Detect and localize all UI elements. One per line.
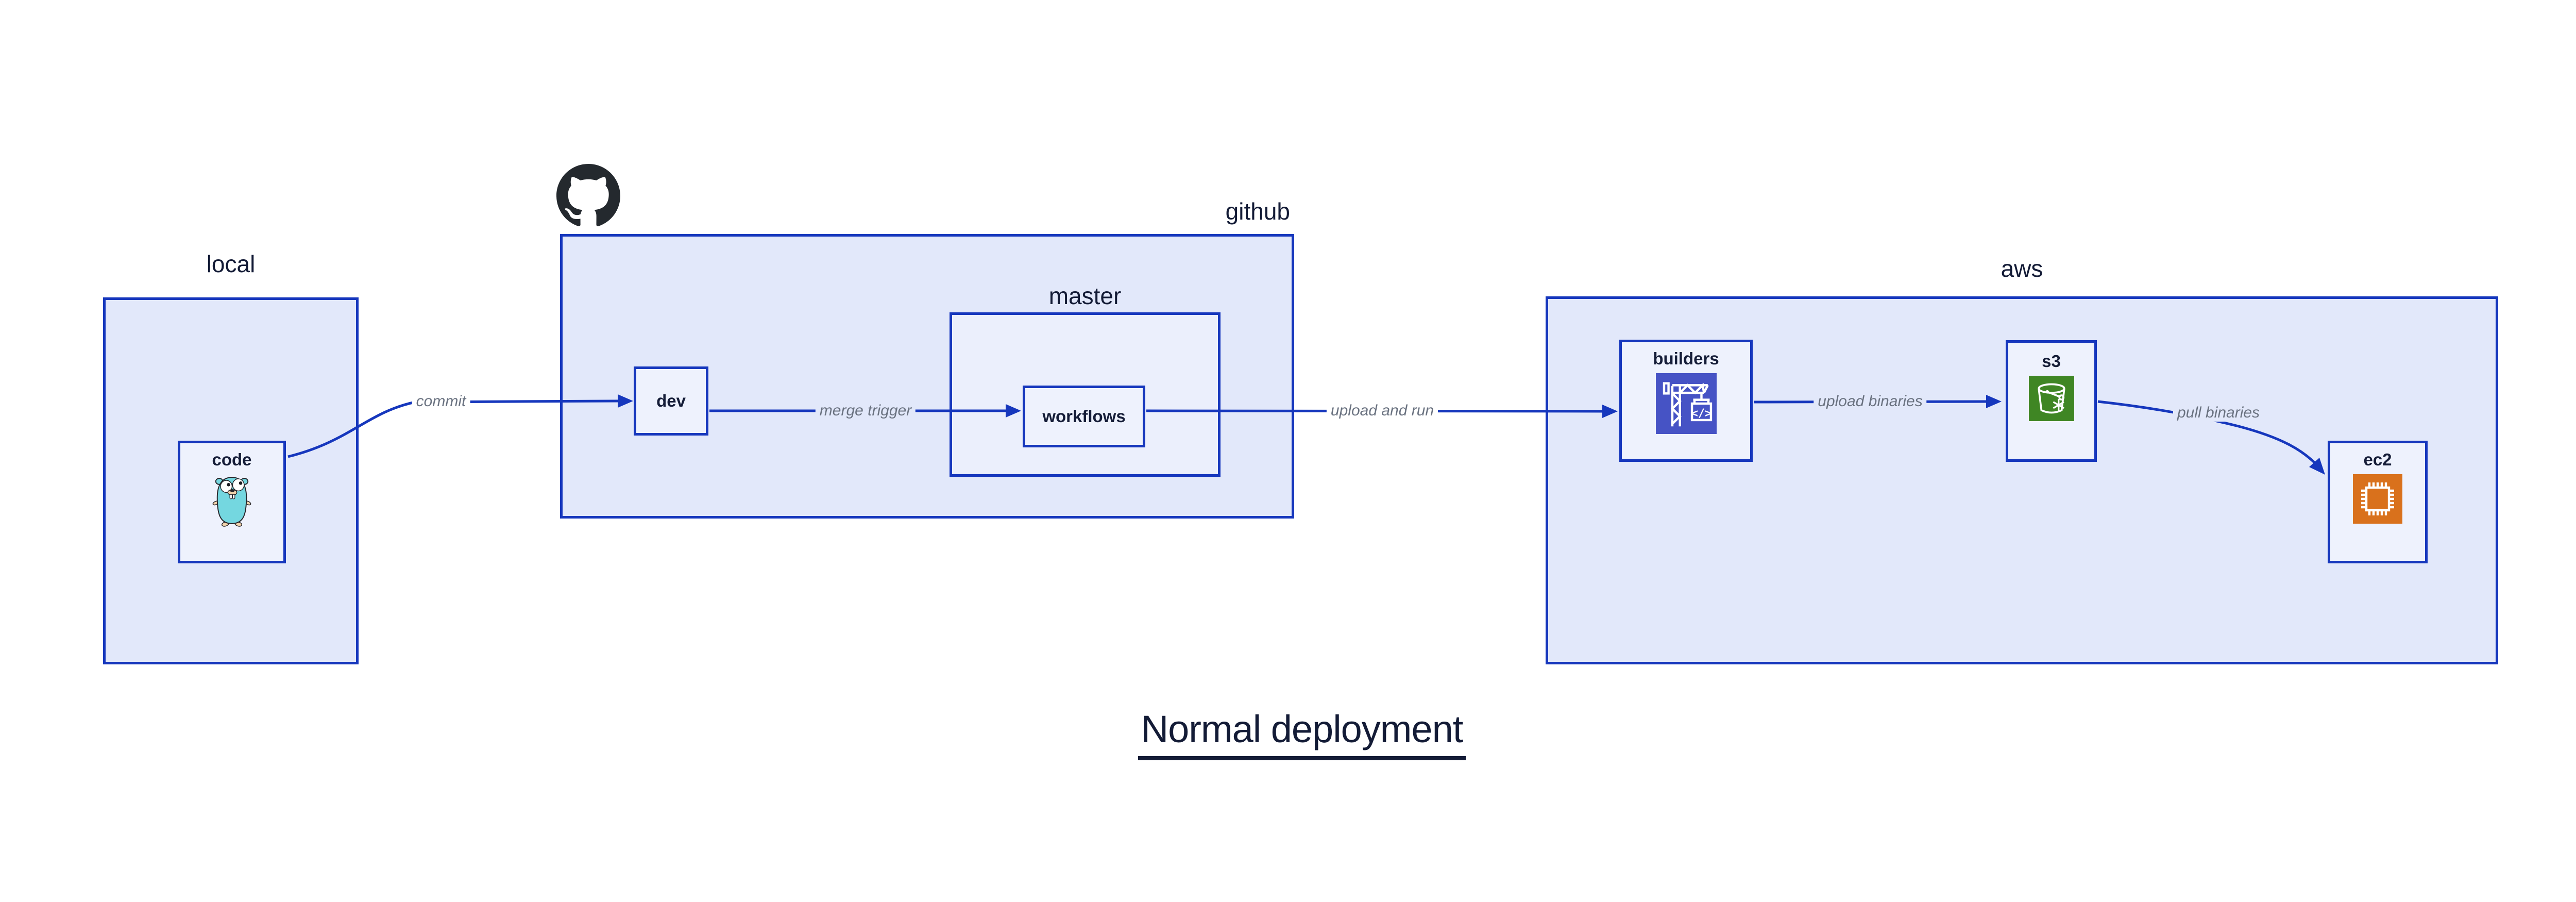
edge-label-commit: commit (412, 393, 470, 410)
node-workflows: workflows (1023, 386, 1145, 447)
node-code-label: code (212, 450, 252, 469)
node-dev: dev (634, 366, 708, 436)
node-builders-label: builders (1653, 349, 1719, 368)
diagram-title-row: Normal deployment (0, 707, 2576, 760)
codebuild-crane-icon: </> (1655, 373, 1717, 435)
diagram-title: Normal deployment (1138, 707, 1466, 760)
node-workflows-label: workflows (1042, 406, 1126, 426)
node-s3-label: s3 (2042, 352, 2061, 371)
node-s3: s3 (2006, 340, 2097, 462)
node-ec2: ec2 (2328, 441, 2428, 563)
edge-label-upload-and-run: upload and run (1326, 402, 1438, 420)
edge-label-upload-binaries: upload binaries (1814, 393, 1927, 410)
node-code: code (178, 441, 286, 563)
svg-text:</>: </> (1691, 407, 1711, 420)
node-dev-label: dev (656, 391, 686, 410)
github-logo-icon (556, 164, 620, 228)
group-github-label: github (1225, 198, 1290, 225)
ec2-chip-icon (2353, 474, 2402, 524)
node-builders: builders </> (1619, 340, 1753, 462)
edge-label-pull-binaries: pull binaries (2173, 404, 2264, 422)
group-local-label: local (206, 250, 256, 277)
group-master-label: master (1048, 282, 1122, 309)
s3-glacier-bucket-icon (2028, 376, 2074, 422)
node-ec2-label: ec2 (2363, 450, 2392, 469)
go-gopher-icon (212, 474, 252, 527)
edge-label-merge-trigger: merge trigger (815, 402, 916, 420)
group-aws-label: aws (2001, 255, 2043, 282)
